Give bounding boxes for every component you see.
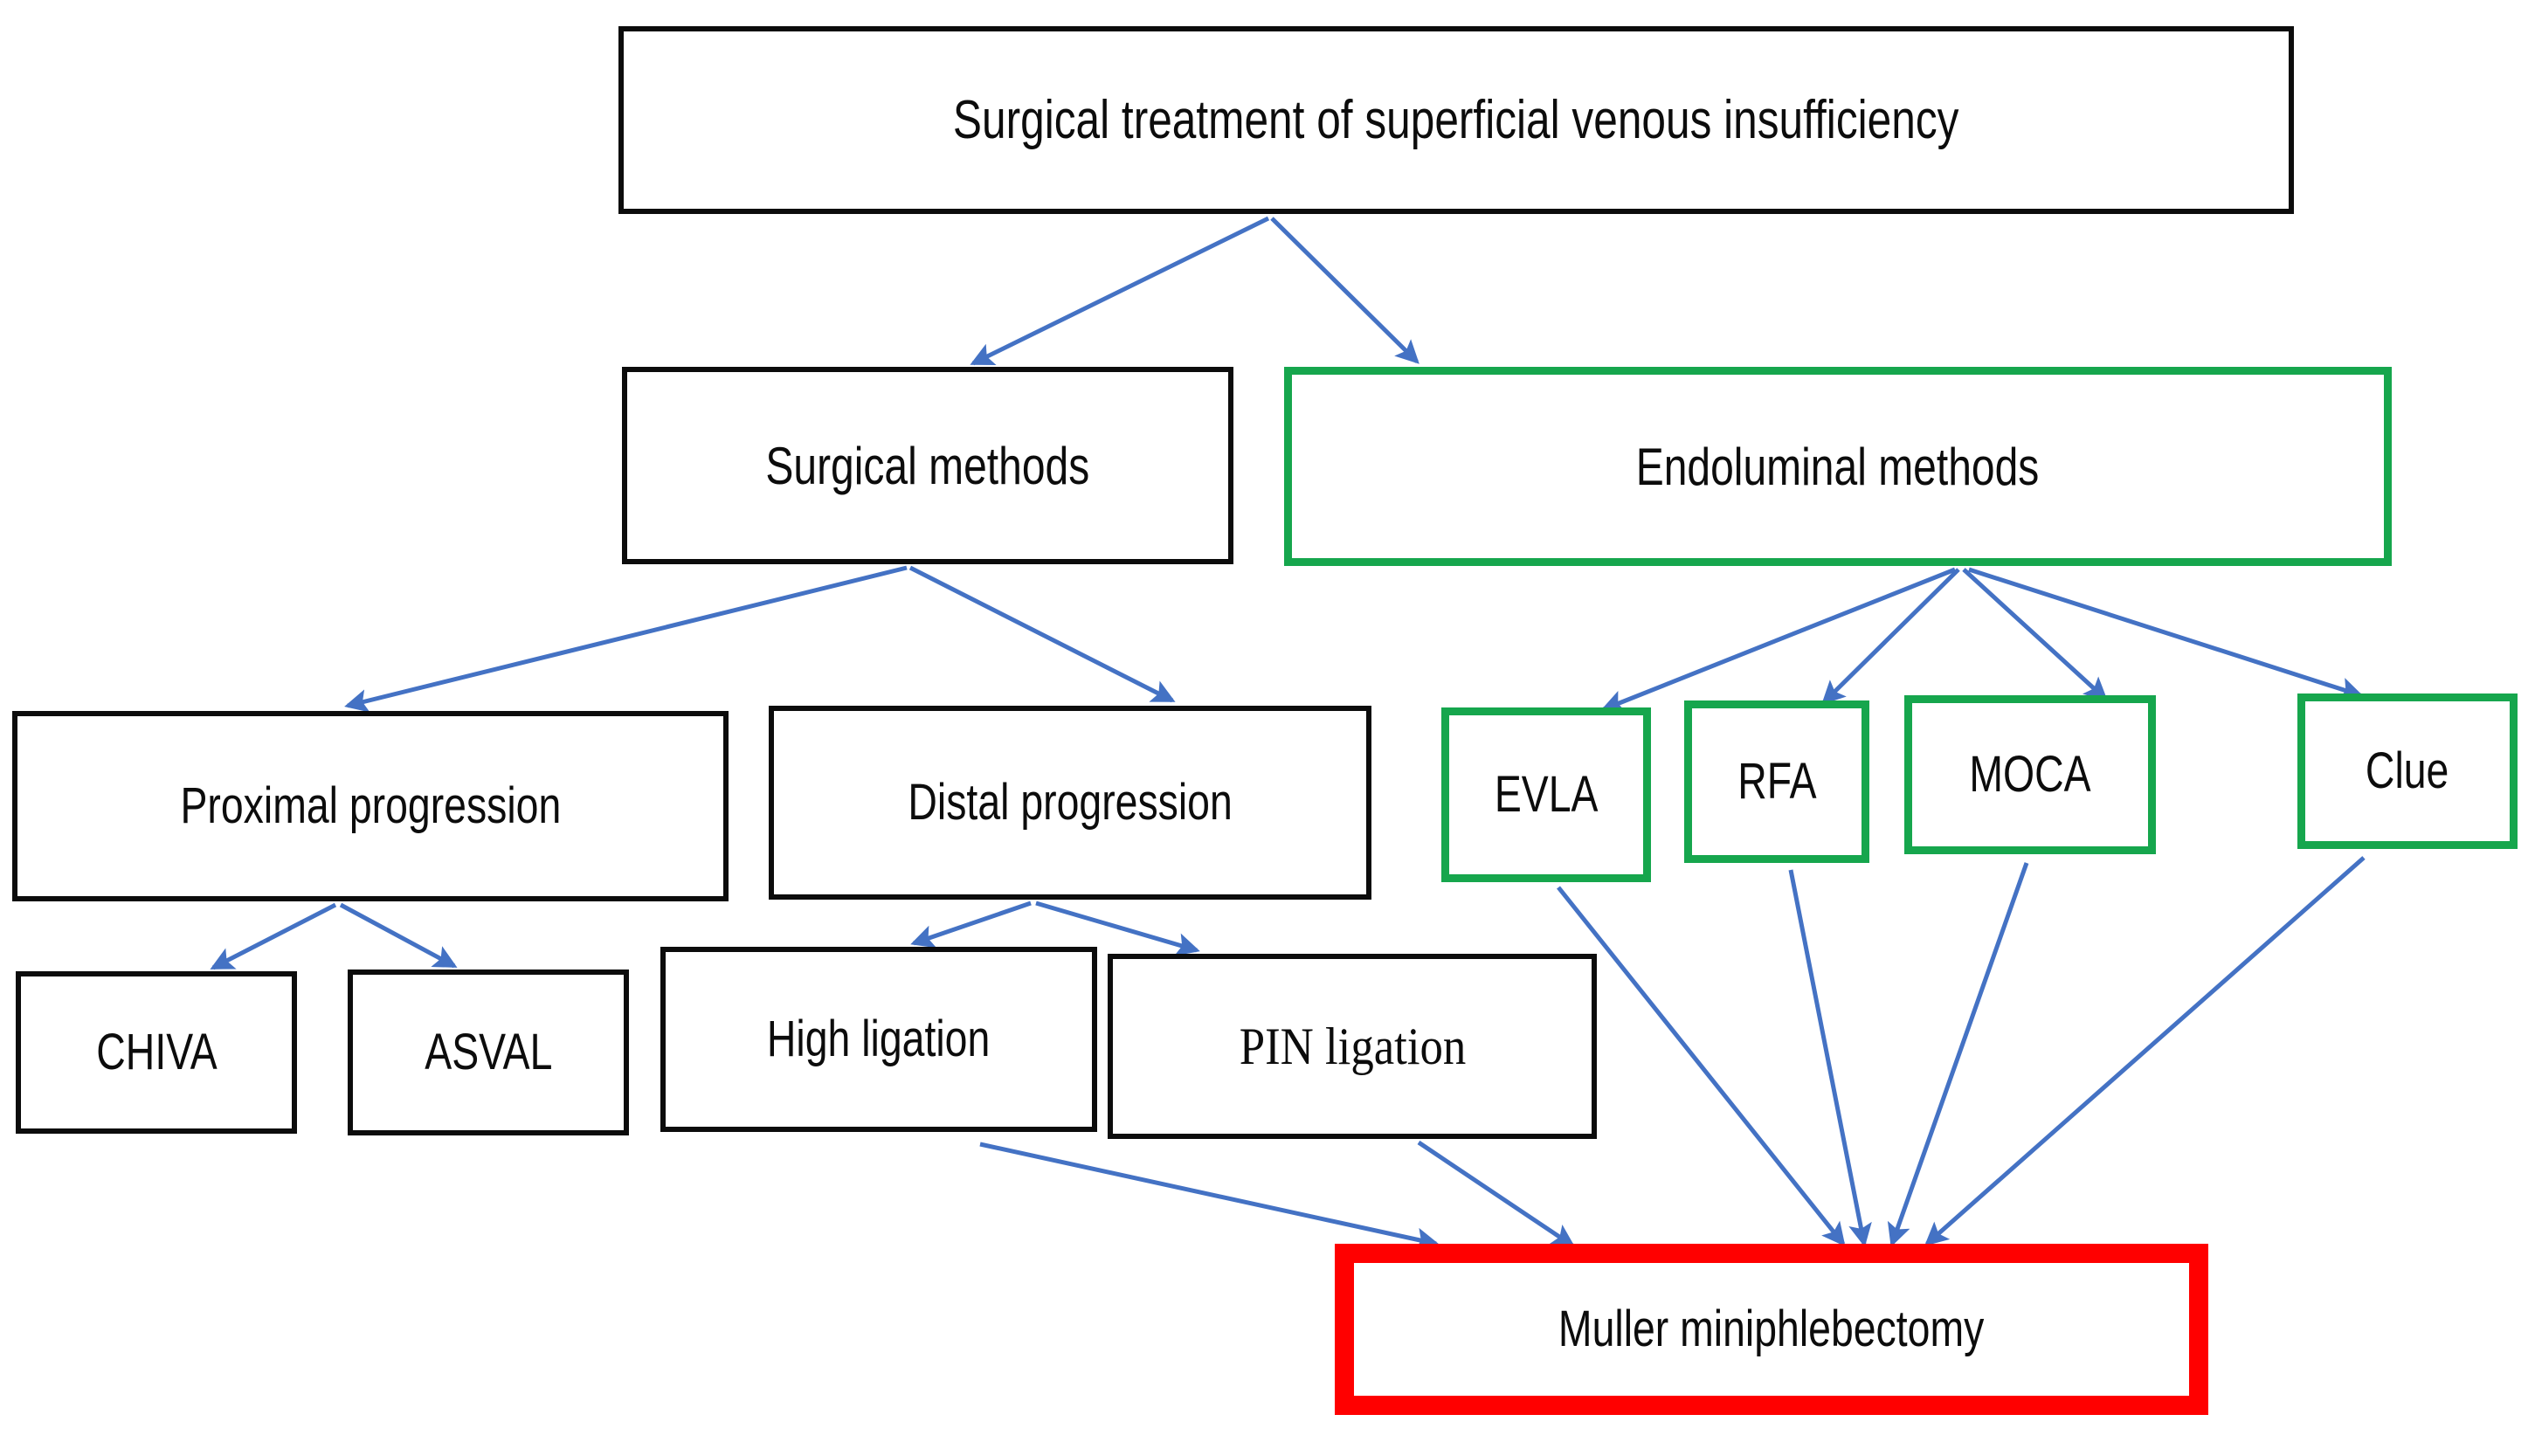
node-surgical[interactable]: Surgical methods: [622, 367, 1233, 564]
edge-proximal-to-chiva: [210, 902, 337, 970]
edge-rfa-to-muller: [1788, 869, 1872, 1247]
node-label-distal: Distal progression: [908, 773, 1233, 831]
edge-clue-to-muller: [1924, 856, 2366, 1246]
node-chiva[interactable]: CHIVA: [16, 971, 297, 1134]
node-label-moca: MOCA: [1969, 745, 2091, 803]
node-label-asval: ASVAL: [424, 1023, 553, 1080]
edge-proximal-to-asval: [339, 902, 458, 969]
node-evla[interactable]: EVLA: [1441, 707, 1651, 882]
node-label-surgical: Surgical methods: [765, 436, 1090, 495]
edge-root-to-endoluminal: [1270, 217, 1419, 364]
edge-pin-ligation-to-muller: [1417, 1140, 1576, 1248]
node-label-muller: Muller miniphlebectomy: [1558, 1300, 1985, 1357]
edge-surgical-to-distal: [908, 565, 1176, 703]
edge-distal-to-pin-ligation: [1035, 901, 1200, 956]
node-muller[interactable]: Muller miniphlebectomy: [1335, 1244, 2208, 1415]
edge-surgical-to-proximal: [344, 565, 908, 713]
node-rfa[interactable]: RFA: [1684, 700, 1869, 863]
node-label-proximal: Proximal progression: [180, 776, 561, 834]
node-distal[interactable]: Distal progression: [769, 706, 1371, 900]
node-label-root: Surgical treatment of superficial venous…: [953, 89, 1959, 150]
node-asval[interactable]: ASVAL: [348, 970, 629, 1135]
edge-endoluminal-to-clue: [1968, 567, 2364, 700]
node-root[interactable]: Surgical treatment of superficial venous…: [618, 26, 2294, 214]
edge-distal-to-high-ligation: [910, 901, 1032, 949]
edge-endoluminal-to-moca: [1962, 568, 2108, 701]
node-label-clue: Clue: [2366, 742, 2449, 799]
edge-root-to-surgical: [970, 216, 1270, 366]
node-clue[interactable]: Clue: [2297, 693, 2518, 849]
node-label-evla: EVLA: [1494, 765, 1599, 823]
node-label-pin-ligation: PIN ligation: [1239, 1017, 1466, 1075]
node-label-rfa: RFA: [1737, 752, 1817, 810]
edge-high-ligation-to-muller: [979, 1142, 1440, 1252]
node-label-chiva: CHIVA: [95, 1023, 218, 1080]
edges: [210, 216, 2366, 1252]
edge-evla-to-muller: [1557, 886, 1846, 1247]
node-moca[interactable]: MOCA: [1904, 695, 2156, 854]
node-high-ligation[interactable]: High ligation: [660, 947, 1097, 1132]
edge-moca-to-muller: [1887, 862, 2029, 1247]
node-label-high-ligation: High ligation: [767, 1010, 991, 1067]
edge-endoluminal-to-rfa: [1821, 568, 1960, 705]
edge-endoluminal-to-evla: [1600, 567, 1956, 714]
node-pin-ligation[interactable]: PIN ligation: [1108, 954, 1597, 1139]
node-endoluminal[interactable]: Endoluminal methods: [1284, 367, 2392, 566]
node-proximal[interactable]: Proximal progression: [12, 711, 729, 901]
node-label-endoluminal: Endoluminal methods: [1636, 437, 2040, 496]
